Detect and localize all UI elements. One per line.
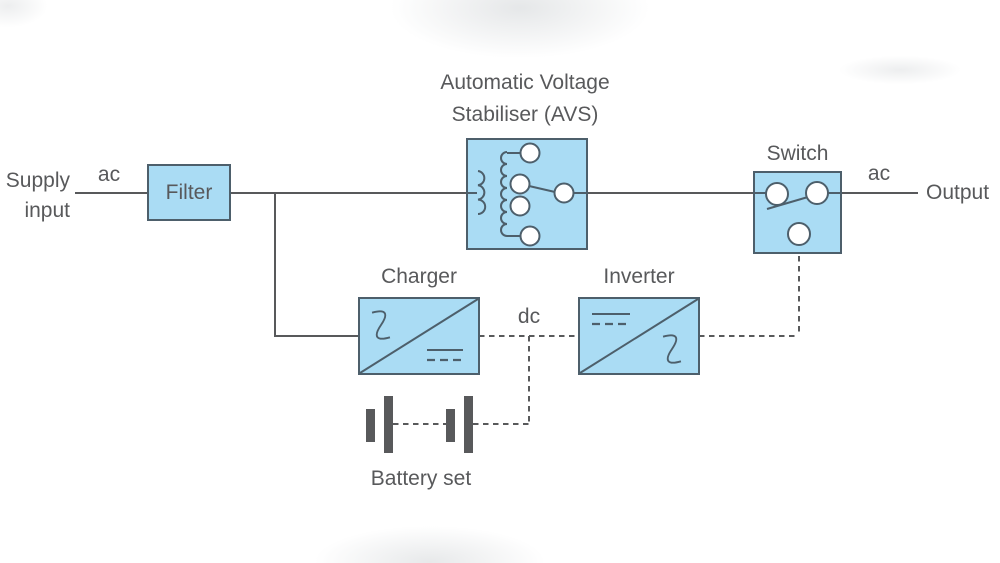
- avs-title-line2: Stabiliser (AVS): [451, 103, 599, 126]
- charger-dc-symbol-icon: [427, 349, 463, 362]
- supply-input-line1: Supply: [5, 169, 70, 192]
- avs-tap-circle-2: [509, 173, 531, 195]
- charger-diagonal: [359, 298, 479, 374]
- inverter-label: Inverter: [603, 265, 675, 288]
- filter-label: Filter: [165, 181, 213, 204]
- charger-feed-line: [274, 193, 359, 337]
- supply-input-label: Supply input: [0, 166, 70, 226]
- dc-label: dc: [517, 305, 541, 328]
- switch-contact-output: [805, 181, 829, 205]
- avs-tap-circle-3: [509, 195, 531, 217]
- battery-set-label: Battery set: [370, 467, 472, 490]
- switch-label: Switch: [766, 142, 829, 165]
- avs-tap-circle-4: [519, 225, 541, 247]
- filter-box: [147, 164, 231, 221]
- avs-selector-arm: [528, 185, 556, 193]
- charger-ac-sine-icon: [371, 310, 391, 340]
- inverter-ac-sine-icon: [662, 334, 682, 364]
- switch-arm: [766, 196, 809, 210]
- inverter-dc-symbol-icon: [592, 313, 630, 326]
- output-label: Output: [926, 181, 990, 204]
- battery-bar-short-1: [366, 409, 375, 442]
- battery-set-icon: [366, 396, 473, 453]
- switch-contact-ac: [765, 182, 789, 206]
- battery-bar-tall-1: [384, 396, 393, 453]
- transformer-primary-coil-icon: [477, 170, 487, 215]
- battery-bar-tall-2: [464, 396, 473, 453]
- avs-title-line1: Automatic Voltage: [440, 71, 610, 94]
- avs-title: Automatic Voltage Stabiliser (AVS): [400, 67, 650, 131]
- charger-label: Charger: [381, 265, 457, 288]
- avs-output-contact: [553, 182, 575, 204]
- transformer-secondary-coil-icon: [500, 151, 508, 237]
- inverter-diagonal: [579, 298, 699, 374]
- battery-bar-short-2: [446, 409, 455, 442]
- supply-input-line2: input: [24, 199, 70, 222]
- ac-output-label: ac: [867, 162, 891, 185]
- avs-tap-circle-1: [519, 142, 541, 164]
- switch-contact-inverter: [787, 222, 811, 246]
- ac-input-label: ac: [97, 163, 121, 186]
